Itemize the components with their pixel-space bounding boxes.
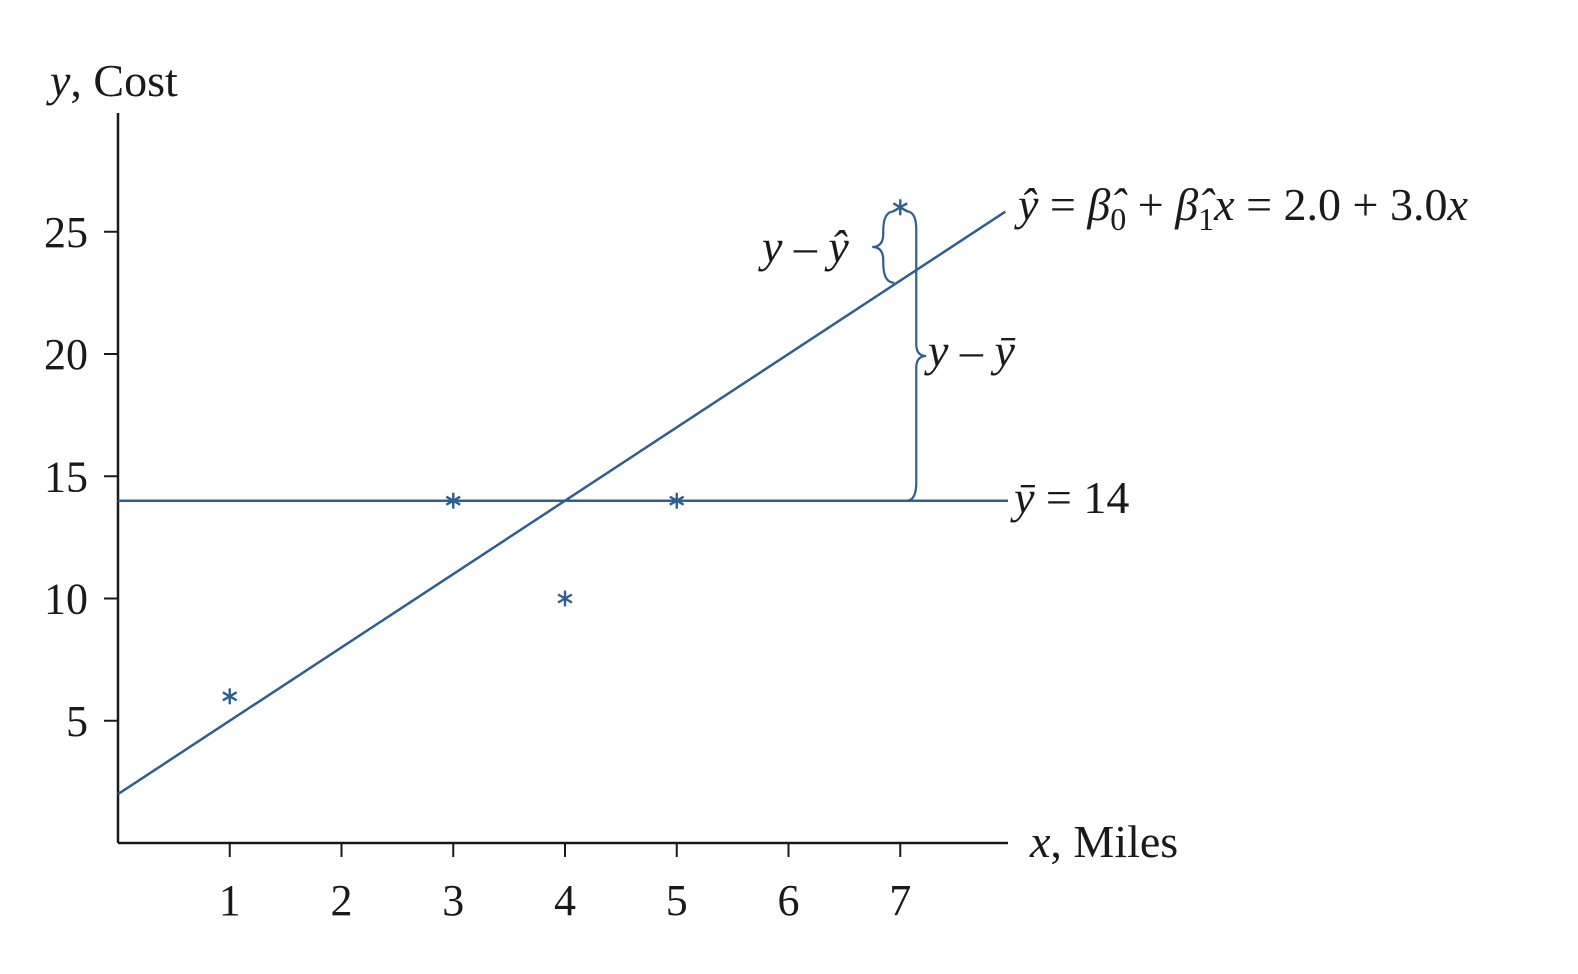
x-axis-title: , Miles — [1050, 816, 1178, 867]
x-tick-label: 3 — [442, 876, 464, 925]
y-axis-variable: y — [46, 55, 71, 106]
x-axis-variable: x — [1029, 816, 1051, 867]
x-axis-label: x, Miles — [1029, 816, 1178, 867]
y-axis-title: , Cost — [70, 55, 178, 106]
regression-line — [117, 210, 1006, 796]
residual-label: y – ŷ — [758, 221, 849, 272]
x-tick-label: 6 — [778, 876, 800, 925]
deviation-brace — [906, 210, 927, 502]
data-point — [892, 199, 908, 216]
y-tick-label: 25 — [44, 208, 88, 257]
y-axis-label: y, Cost — [46, 55, 178, 106]
data-point — [445, 492, 461, 509]
residual-brace — [872, 210, 895, 284]
mean-label: ȳ = 14 — [1010, 472, 1129, 523]
y-tick-label: 10 — [44, 575, 88, 624]
y-tick-label: 20 — [44, 330, 88, 379]
axis-ticks: 1 2 3 4 5 6 7 5 10 15 20 25 — [44, 208, 911, 925]
x-tick-label: 5 — [666, 876, 688, 925]
x-tick-label: 2 — [331, 876, 353, 925]
data-point — [557, 590, 573, 607]
deviation-label: y – ȳ — [924, 325, 1016, 376]
x-tick-label: 7 — [889, 876, 911, 925]
x-tick-label: 1 — [219, 876, 241, 925]
y-tick-label: 15 — [44, 452, 88, 501]
data-point — [222, 688, 238, 705]
data-points — [222, 199, 908, 705]
y-tick-label: 5 — [66, 697, 88, 746]
x-tick-label: 4 — [554, 876, 576, 925]
regression-equation: ŷ = β̂0 + β̂1x = 2.0 + 3.0x — [1014, 179, 1468, 237]
data-point — [669, 492, 685, 509]
